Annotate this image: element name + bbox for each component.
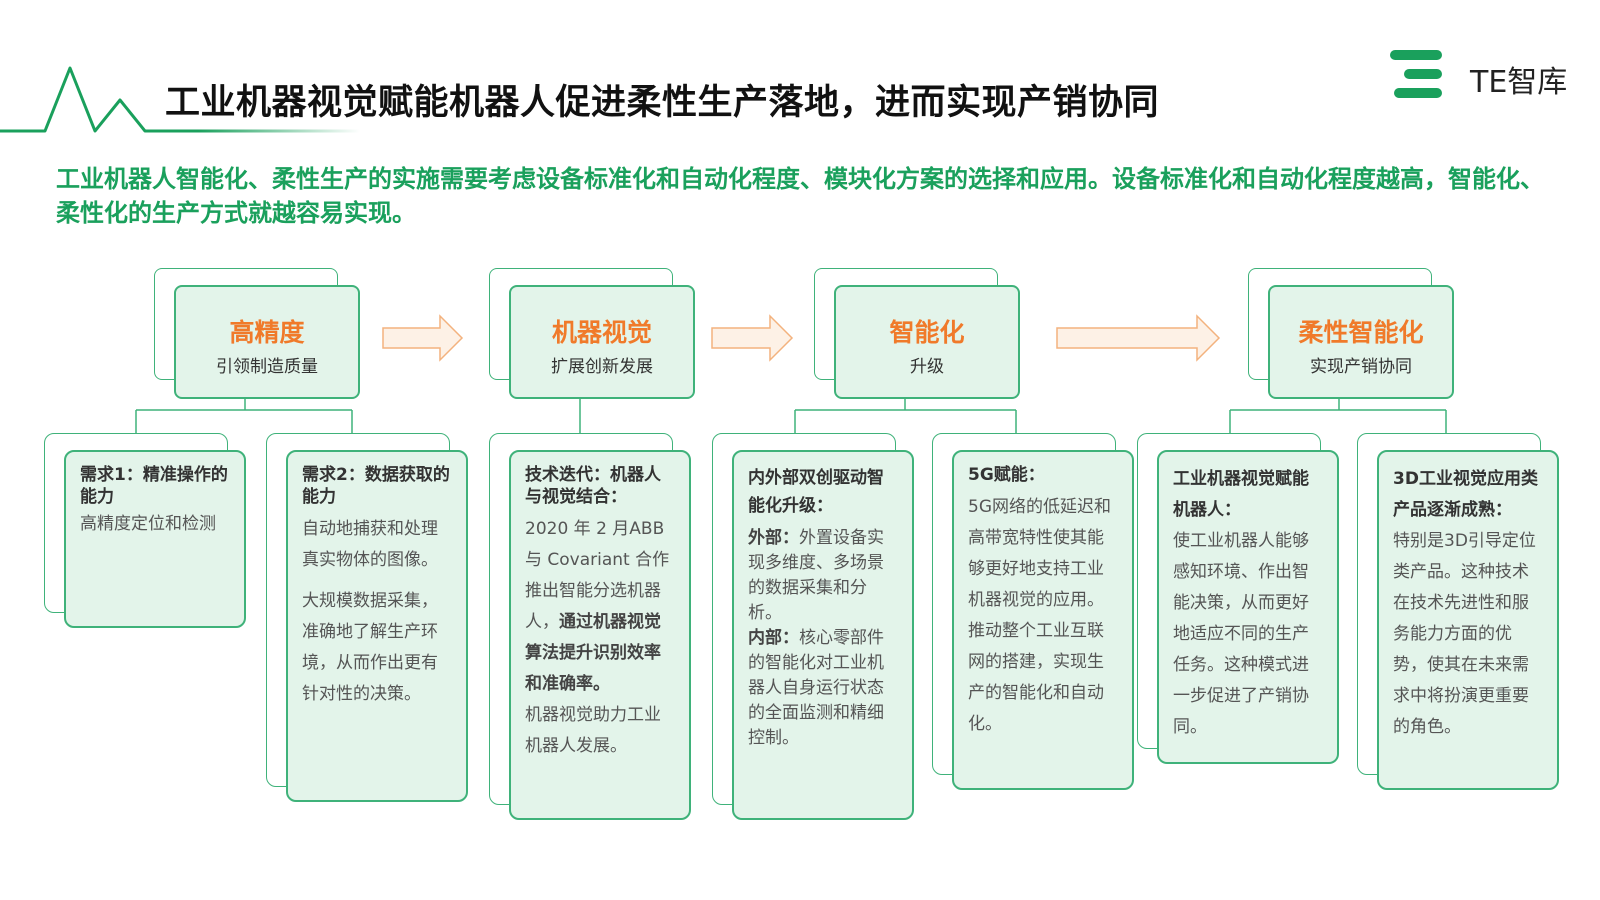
intro-text: 工业机器人智能化、柔性生产的实施需要考虑设备标准化和自动化程度、模块化方案的选择… bbox=[56, 165, 1544, 227]
stage-title: 高精度 bbox=[229, 318, 305, 347]
card-label-inner: 内部： bbox=[748, 628, 799, 648]
card-text: 高精度定位和检测 bbox=[80, 514, 216, 534]
stage-title: 机器视觉 bbox=[551, 318, 652, 347]
stage-title: 柔性智能化 bbox=[1298, 318, 1424, 347]
card-label-outer: 外部： bbox=[748, 528, 799, 548]
stage-machine-vision: 机器视觉 扩展创新发展 bbox=[509, 285, 695, 399]
card-text: 使工业机器人能够感知环境、作出智能决策，从而更好地适应不同的生产任务。这种模式进… bbox=[1173, 531, 1309, 737]
card-text-part: 2020 年 2 月ABB 与 Covariant 合作推出智能分选机器人， bbox=[525, 519, 670, 632]
flow-arrow-3 bbox=[1056, 314, 1221, 362]
header-wave-decoration bbox=[0, 66, 360, 133]
card-text-part: 外置设备实现多维度、多场景的数据采集和分析。 bbox=[748, 528, 884, 623]
card-text-part: 核心零部件的智能化对工业机器人自身运行状态的全面监测和精细控制。 bbox=[748, 628, 884, 748]
te-logo-icon bbox=[1390, 50, 1442, 98]
card-title: 内外部双创驱动智能化升级： bbox=[748, 468, 884, 516]
card-requirement-1: 需求1：精准操作的能力 高精度定位和检测 bbox=[64, 450, 246, 628]
card-title: 5G赋能： bbox=[968, 465, 1045, 485]
logo-text: TE智库 bbox=[1470, 65, 1568, 100]
card-3d-vision: 3D工业视觉应用类产品逐渐成熟： 特别是3D引导定位类产品。这种技术在技术先进性… bbox=[1377, 450, 1559, 790]
stage-flexible-intelligence: 柔性智能化 实现产销协同 bbox=[1268, 285, 1454, 399]
stage-subtitle: 实现产销协同 bbox=[1310, 357, 1412, 377]
card-title: 技术迭代：机器人与视觉结合： bbox=[525, 465, 661, 507]
stage-intelligence: 智能化 升级 bbox=[834, 285, 1020, 399]
card-paragraph: 自动地捕获和处理真实物体的图像。 bbox=[302, 519, 438, 570]
card-text: 特别是3D引导定位类产品。这种技术在技术先进性和服务能力方面的优势，使其在未来需… bbox=[1393, 531, 1536, 737]
stage-subtitle: 升级 bbox=[910, 357, 944, 377]
stage-high-precision: 高精度 引领制造质量 bbox=[174, 285, 360, 399]
card-tech-iteration: 技术迭代：机器人与视觉结合： 2020 年 2 月ABB 与 Covariant… bbox=[509, 450, 691, 820]
card-dual-drive: 内外部双创驱动智能化升级： 外部：外置设备实现多维度、多场景的数据采集和分析。 … bbox=[732, 450, 914, 820]
stage-subtitle: 扩展创新发展 bbox=[551, 357, 653, 377]
card-text-bold: 通过机器视觉算法提升识别效率和准确率。 bbox=[525, 612, 661, 694]
card-requirement-2: 需求2：数据获取的能力 自动地捕获和处理真实物体的图像。 大规模数据采集，准确地… bbox=[286, 450, 468, 802]
card-vision-empower: 工业机器视觉赋能机器人： 使工业机器人能够感知环境、作出智能决策，从而更好地适应… bbox=[1157, 450, 1339, 764]
card-title: 需求2：数据获取的能力 bbox=[302, 465, 450, 507]
card-title: 工业机器视觉赋能机器人： bbox=[1173, 469, 1309, 520]
stage-title: 智能化 bbox=[889, 318, 965, 347]
card-paragraph: 大规模数据采集，准确地了解生产环境，从而作出更有针对性的决策。 bbox=[302, 591, 438, 704]
stage-subtitle: 引领制造质量 bbox=[216, 357, 318, 377]
flow-arrow-2 bbox=[711, 314, 794, 362]
card-text-part: 机器视觉助力工业机器人发展。 bbox=[525, 705, 661, 756]
flow-arrow-1 bbox=[382, 314, 464, 362]
page-title: 工业机器视觉赋能机器人促进柔性生产落地，进而实现产销协同 bbox=[165, 83, 1160, 123]
card-title: 3D工业视觉应用类产品逐渐成熟： bbox=[1393, 469, 1538, 520]
card-title: 需求1：精准操作的能力 bbox=[80, 465, 228, 507]
card-text: 5G网络的低延迟和高带宽特性使其能够更好地支持工业机器视觉的应用。推动整个工业互… bbox=[968, 497, 1111, 734]
card-5g: 5G赋能： 5G网络的低延迟和高带宽特性使其能够更好地支持工业机器视觉的应用。推… bbox=[952, 450, 1134, 790]
